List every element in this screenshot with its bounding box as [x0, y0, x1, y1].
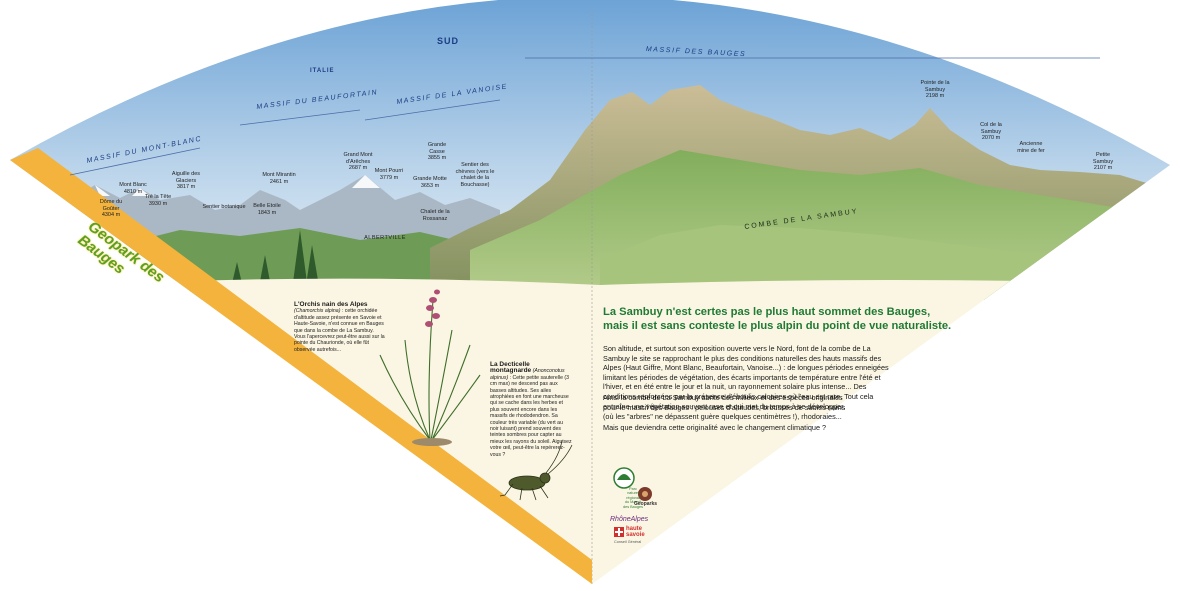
orange-band [10, 148, 592, 584]
paragraph-3: Mais que deviendra cette originalité ave… [603, 423, 827, 432]
direction-label: SUD [437, 36, 460, 46]
conseil-general-label: Conseil Général [614, 540, 642, 544]
orchid-flowers [425, 289, 440, 327]
decticelle-title: La Decticelle montagnarde [490, 361, 532, 375]
orchid-illustration [379, 299, 481, 441]
decticelle-latin: (Anonconotus alpinus) [490, 368, 565, 381]
orchid-soil [412, 438, 452, 446]
rhone-alpes-logo: RhôneAlpes [610, 516, 649, 523]
albertville-label: ALBERTVILLE [364, 235, 406, 241]
massif-brackets [69, 57, 1100, 176]
orchid-title: L'Orchis nain des Alpes [294, 301, 368, 308]
mine-fer-label: Ancienne mine de fer [1017, 141, 1045, 154]
italy-label: ITALIE [310, 68, 335, 74]
grasshopper-illustration [499, 439, 573, 501]
decticelle-text: : Cette petite sauterelle (3 cm max) ne … [490, 374, 572, 458]
sentier-botanique-label: Sentier botanique [202, 204, 246, 210]
orchid-caption: L'Orchis nain des Alpes (Chamorchis alpi… [294, 301, 386, 353]
decticelle-caption: La Decticelle montagnarde (Anonconotus a… [490, 361, 572, 458]
geoparks-logo-graphic [638, 487, 652, 501]
headline: La Sambuy n'est certes pas le plus haut … [603, 305, 1063, 333]
geoparks-logo: Geoparks [634, 501, 658, 507]
chalet-rossanaz-label: Chalet de la Rossanaz [420, 209, 450, 222]
haute-savoie-flag [614, 527, 624, 537]
parc-logo-graphic [613, 467, 635, 489]
paragraph-2: Ainsi la combe de La Sambuy abrite des m… [603, 393, 846, 422]
orchid-latin: (Chamorchis alpina) [294, 308, 341, 315]
paragraph-1: Son altitude, et surtout son exposition … [603, 344, 889, 411]
sentier-chevres-label: Sentier des chèvres (vers le chalet de l… [455, 162, 495, 188]
headline-line-1: La Sambuy n'est certes pas le plus haut … [603, 306, 931, 318]
headline-line-2: mais il est sans conteste le plus alpin … [603, 320, 952, 332]
orchid-text: : cette orchidée d'altitude assez présen… [294, 308, 385, 353]
